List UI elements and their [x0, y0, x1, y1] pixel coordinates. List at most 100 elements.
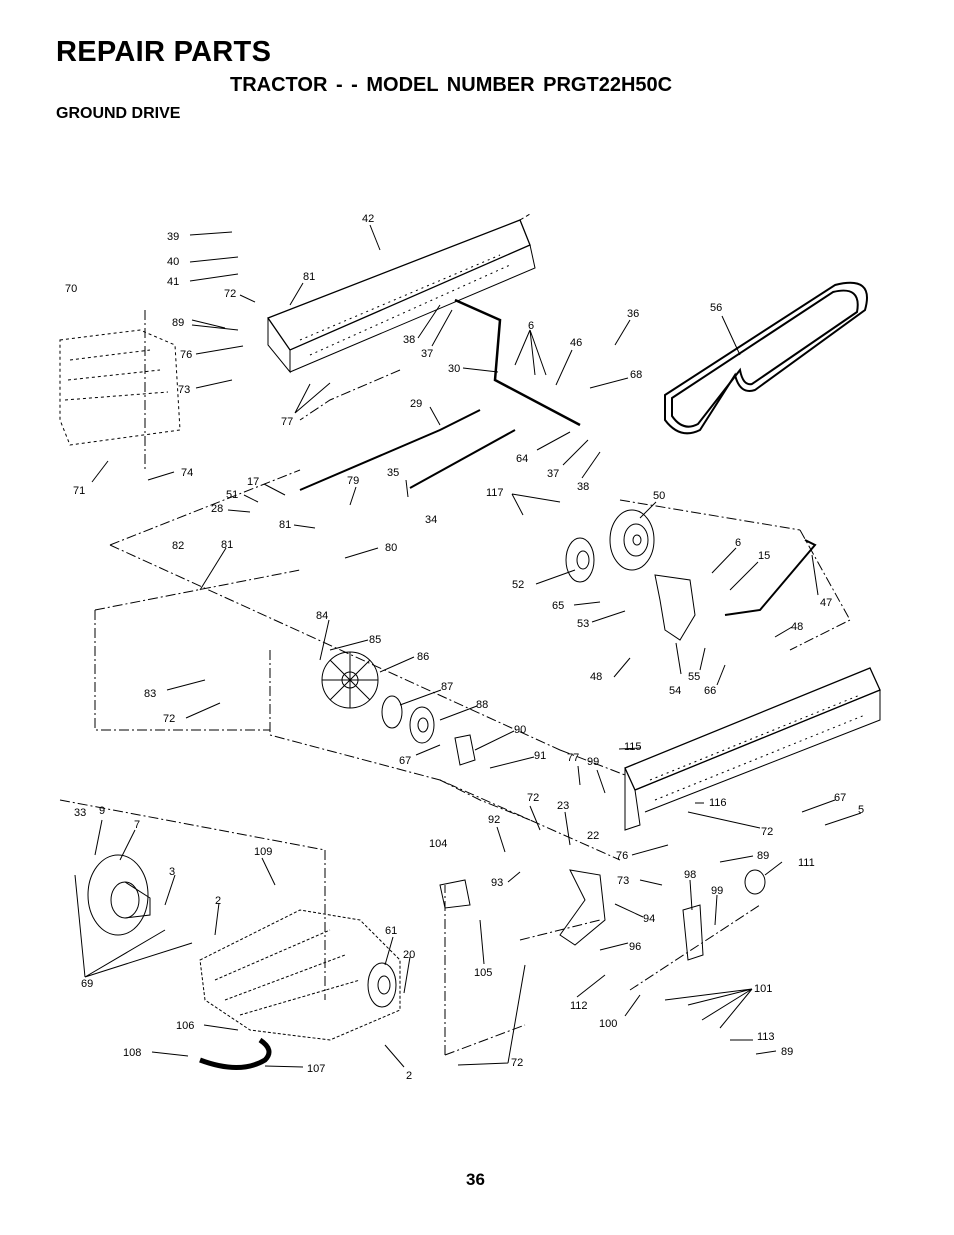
control-rod-29: [299, 409, 481, 491]
leader-lines: [74, 224, 862, 1068]
bracket-98: [682, 904, 704, 961]
callout-label: 105: [474, 967, 492, 979]
callout-label: 41: [167, 276, 179, 288]
callout-label: 30: [448, 363, 460, 375]
callout-label: 99: [587, 756, 599, 768]
callout-label: 88: [476, 699, 488, 711]
callout-label: 3: [169, 866, 175, 878]
callout-label: 84: [316, 610, 328, 622]
callout-label: 117: [486, 487, 504, 499]
callout-label: 35: [387, 467, 399, 479]
callout-label: 109: [254, 846, 272, 858]
drive-belt: [664, 281, 868, 435]
callout-label: 56: [710, 302, 722, 314]
callout-label: 101: [754, 983, 772, 995]
callout-label: 87: [441, 681, 453, 693]
callout-label: 51: [226, 489, 238, 501]
pulley-61: [367, 962, 397, 1008]
callout-label: 52: [512, 579, 524, 591]
callout-label: 29: [410, 398, 422, 410]
callout-label: 96: [629, 941, 641, 953]
callout-label: 89: [781, 1046, 793, 1058]
callout-label: 28: [211, 503, 223, 515]
callout-label: 53: [577, 618, 589, 630]
callout-label: 76: [616, 850, 628, 862]
callout-label: 77: [567, 752, 579, 764]
callout-label: 72: [224, 288, 236, 300]
callout-label: 37: [421, 348, 433, 360]
roller-111: [744, 869, 766, 895]
callout-label: 85: [369, 634, 381, 646]
callout-label: 67: [399, 755, 411, 767]
callout-label: 17: [247, 476, 259, 488]
callout-label: 6: [735, 537, 741, 549]
cooling-fan: [321, 651, 379, 709]
page-number: 36: [466, 1170, 485, 1189]
callout-label: 38: [577, 481, 589, 493]
callout-label: 89: [757, 850, 769, 862]
callout-label: 70: [65, 283, 77, 295]
callout-label: 46: [570, 337, 582, 349]
callout-label: 72: [511, 1057, 523, 1069]
callout-label: 15: [758, 550, 770, 562]
callout-label: 83: [144, 688, 156, 700]
callout-label: 71: [73, 485, 85, 497]
callout-label: 64: [516, 453, 528, 465]
callout-label: 39: [167, 231, 179, 243]
pulley-87: [381, 695, 435, 744]
callout-label: 116: [709, 797, 727, 809]
callout-label: 36: [627, 308, 639, 320]
callout-label: 72: [163, 713, 175, 725]
callout-label: 77: [281, 416, 293, 428]
hose: [199, 1037, 272, 1070]
callout-label: 42: [362, 213, 374, 225]
callout-label: 38: [403, 334, 415, 346]
callout-label: 72: [761, 826, 773, 838]
callout-label: 94: [643, 913, 655, 925]
callout-label: 48: [791, 621, 803, 633]
callout-label: 37: [547, 468, 559, 480]
callout-label: 33: [74, 807, 86, 819]
callout-label: 74: [181, 467, 193, 479]
callout-label: 108: [123, 1047, 141, 1059]
bracket-90: [454, 734, 476, 766]
pulley-52: [565, 537, 595, 583]
callout-label: 2: [406, 1070, 412, 1082]
callout-label: 76: [180, 349, 192, 361]
callout-label: 66: [704, 685, 716, 697]
callout-label: 81: [303, 271, 315, 283]
brake-lever: [559, 869, 606, 946]
frame-rail-lower: [624, 667, 881, 831]
callout-labels: 42 39 40 41 81 70 72 89 76 73 77 38 37 6…: [65, 213, 864, 1082]
callout-label: 100: [599, 1018, 617, 1030]
cross-shaft: [454, 298, 581, 427]
wheel-hub: [87, 854, 151, 936]
rod-47: [724, 539, 817, 616]
callout-label: 69: [81, 978, 93, 990]
callout-label: 86: [417, 651, 429, 663]
callout-label: 92: [488, 814, 500, 826]
callout-label: 48: [590, 671, 602, 683]
connector-lines: [59, 310, 851, 1056]
callout-label: 82: [172, 540, 184, 552]
callout-label: 40: [167, 256, 179, 268]
callout-label: 61: [385, 925, 397, 937]
callout-label: 34: [425, 514, 437, 526]
callout-label: 9: [99, 805, 105, 817]
callout-label: 54: [669, 685, 681, 697]
callout-label: 5: [858, 804, 864, 816]
callout-label: 107: [307, 1063, 325, 1075]
callout-label: 20: [403, 949, 415, 961]
callout-label: 99: [711, 885, 723, 897]
callout-label: 81: [279, 519, 291, 531]
frame-rail-upper: [266, 213, 536, 374]
callout-label: 22: [587, 830, 599, 842]
callout-label: 47: [820, 597, 832, 609]
bracket-104: [439, 879, 471, 909]
callout-label: 112: [570, 1000, 588, 1012]
callout-label: 7: [134, 819, 140, 831]
callout-label: 111: [798, 857, 815, 869]
callout-label: 73: [617, 875, 629, 887]
callout-label: 50: [653, 490, 665, 502]
callout-label: 104: [429, 838, 447, 850]
